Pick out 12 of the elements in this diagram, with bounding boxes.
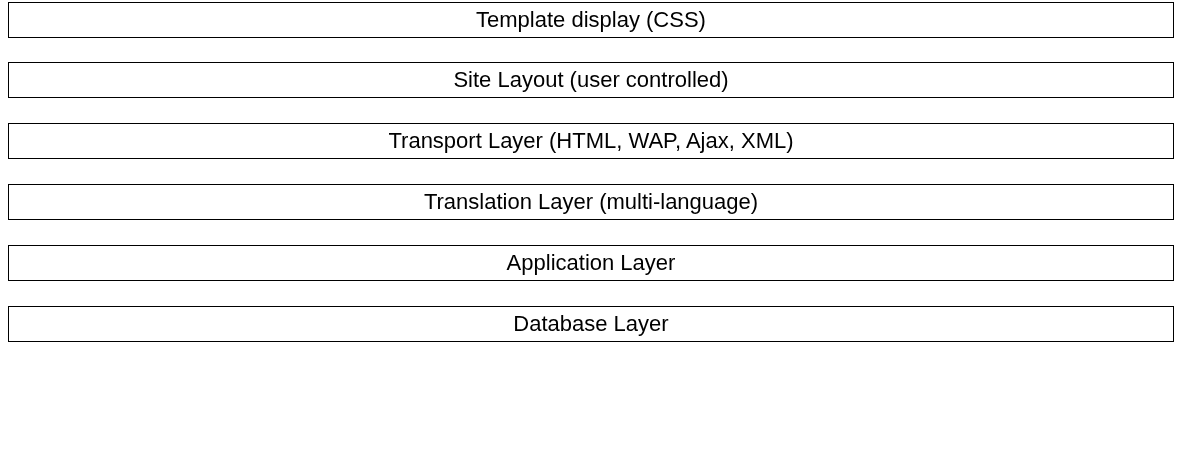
- layer-label: Application Layer: [506, 250, 676, 276]
- layer-box: [8, 2, 1174, 38]
- layer-label: Translation Layer (multi-language): [423, 189, 759, 215]
- layer-box: [8, 123, 1174, 159]
- layer-box: [8, 62, 1174, 98]
- layer-label: Transport Layer (HTML, WAP, Ajax, XML): [388, 128, 794, 154]
- layer-label: Site Layout (user controlled): [453, 67, 729, 93]
- layer-label: Database Layer: [513, 311, 669, 337]
- layer-box: [8, 306, 1174, 342]
- layer-label: Template display (CSS): [476, 7, 706, 33]
- layer-box: [8, 245, 1174, 281]
- layer-box: [8, 184, 1174, 220]
